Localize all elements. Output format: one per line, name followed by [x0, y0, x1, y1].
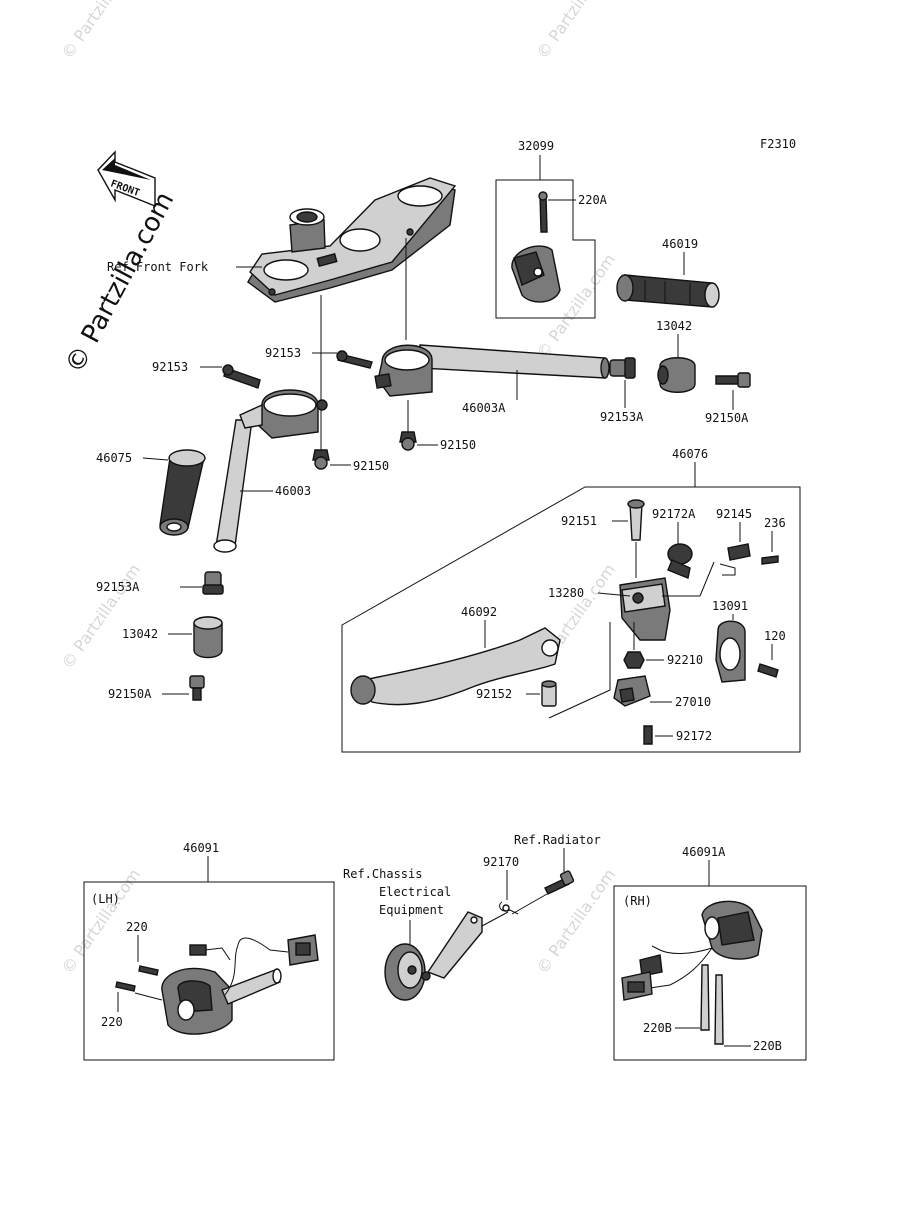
ref-front-fork-callout: Ref.Front Fork	[107, 260, 262, 274]
ref-radiator-label: Ref.Radiator	[514, 833, 601, 847]
label-46091: 46091	[183, 841, 219, 855]
label-236: 236	[764, 516, 786, 530]
horn-assembly	[384, 911, 483, 1001]
label-92172: 92172	[676, 729, 712, 743]
label-92210: 92210	[667, 653, 703, 667]
label-46092: 46092	[461, 605, 497, 619]
bar-end-weight-13042-left	[193, 616, 223, 659]
left-grip-46075	[159, 449, 206, 536]
left-clip-on-handlebar	[213, 389, 328, 553]
partzilla-logo-watermark: © Partzilla.com	[60, 187, 181, 378]
label-220B-upper: 220B	[643, 1021, 672, 1035]
label-rh: (RH)	[623, 894, 652, 908]
watermark: © Partzilla.com	[533, 865, 619, 977]
bolt-ref-radiator	[544, 870, 575, 895]
label-46075: 46075	[96, 451, 132, 465]
upper-triple-clamp	[247, 177, 457, 303]
bolt-92150A-left	[189, 675, 205, 701]
front-arrow-icon: FRONT	[97, 150, 156, 208]
label-13280: 13280	[548, 586, 584, 600]
group-46091-left-switch: 46091 (LH) 220 220	[83, 841, 335, 1061]
right-clip-on-handlebar	[374, 344, 610, 397]
label-92152: 92152	[476, 687, 512, 701]
bar-end-92153A-right	[609, 357, 636, 379]
diagram-code: F2310	[760, 137, 796, 151]
bolt-92153-center	[336, 350, 373, 369]
ref-chassis-line3: Equipment	[379, 903, 444, 917]
watermark: © Partzilla.com	[58, 560, 144, 672]
group-32099: 32099 220A	[495, 139, 608, 319]
label-13042-left: 13042	[122, 627, 158, 641]
label-92150-left: 92150	[353, 459, 389, 473]
label-lh: (LH)	[91, 892, 120, 906]
bolt-92150-left	[312, 449, 330, 470]
bar-end-92153A-left	[202, 571, 224, 595]
label-220-upper: 220	[126, 920, 148, 934]
label-13042-right: 13042	[656, 319, 692, 333]
label-46019: 46019	[662, 237, 698, 251]
label-92153-center: 92153	[265, 346, 301, 360]
ref-chassis-line2: Electrical	[379, 885, 451, 899]
ref-front-fork-label: Ref.Front Fork	[107, 260, 209, 274]
label-32099: 32099	[518, 139, 554, 153]
clip-92170	[499, 901, 519, 915]
label-46003: 46003	[275, 484, 311, 498]
label-92150A-right: 92150A	[705, 411, 749, 425]
bar-end-weight-13042-right	[657, 357, 696, 393]
label-220A: 220A	[578, 193, 608, 207]
label-46003A: 46003A	[462, 401, 506, 415]
bolt-92150-center	[399, 431, 417, 451]
adjuster-92172A	[667, 543, 693, 579]
label-46076: 46076	[672, 447, 708, 461]
right-grip-46019	[616, 274, 720, 308]
label-120: 120	[764, 629, 786, 643]
label-92151: 92151	[561, 514, 597, 528]
label-92145: 92145	[716, 507, 752, 521]
label-220-lower: 220	[101, 1015, 123, 1029]
label-13091: 13091	[712, 599, 748, 613]
watermark: © Partzilla.com	[533, 0, 619, 62]
label-27010: 27010	[675, 695, 711, 709]
bolt-92150A-right	[715, 372, 751, 388]
label-92153-left: 92153	[152, 360, 188, 374]
group-46091A-right-switch: 46091A (RH) 220B 220B	[613, 845, 807, 1061]
watermark: © Partzilla.com	[58, 0, 144, 62]
label-92153A-right: 92153A	[600, 410, 644, 424]
label-220B-lower: 220B	[753, 1039, 782, 1053]
label-92150-center: 92150	[440, 438, 476, 452]
ref-chassis-line1: Ref.Chassis	[343, 867, 422, 881]
label-92172A: 92172A	[652, 507, 696, 521]
label-46091A: 46091A	[682, 845, 726, 859]
group-46076: 46076 46092 13280 92151 92172A 92145	[341, 447, 801, 753]
label-92150A-left: 92150A	[108, 687, 152, 701]
label-92153A-left: 92153A	[96, 580, 140, 594]
label-92170: 92170	[483, 855, 519, 869]
bolt-92153-left	[222, 364, 261, 389]
